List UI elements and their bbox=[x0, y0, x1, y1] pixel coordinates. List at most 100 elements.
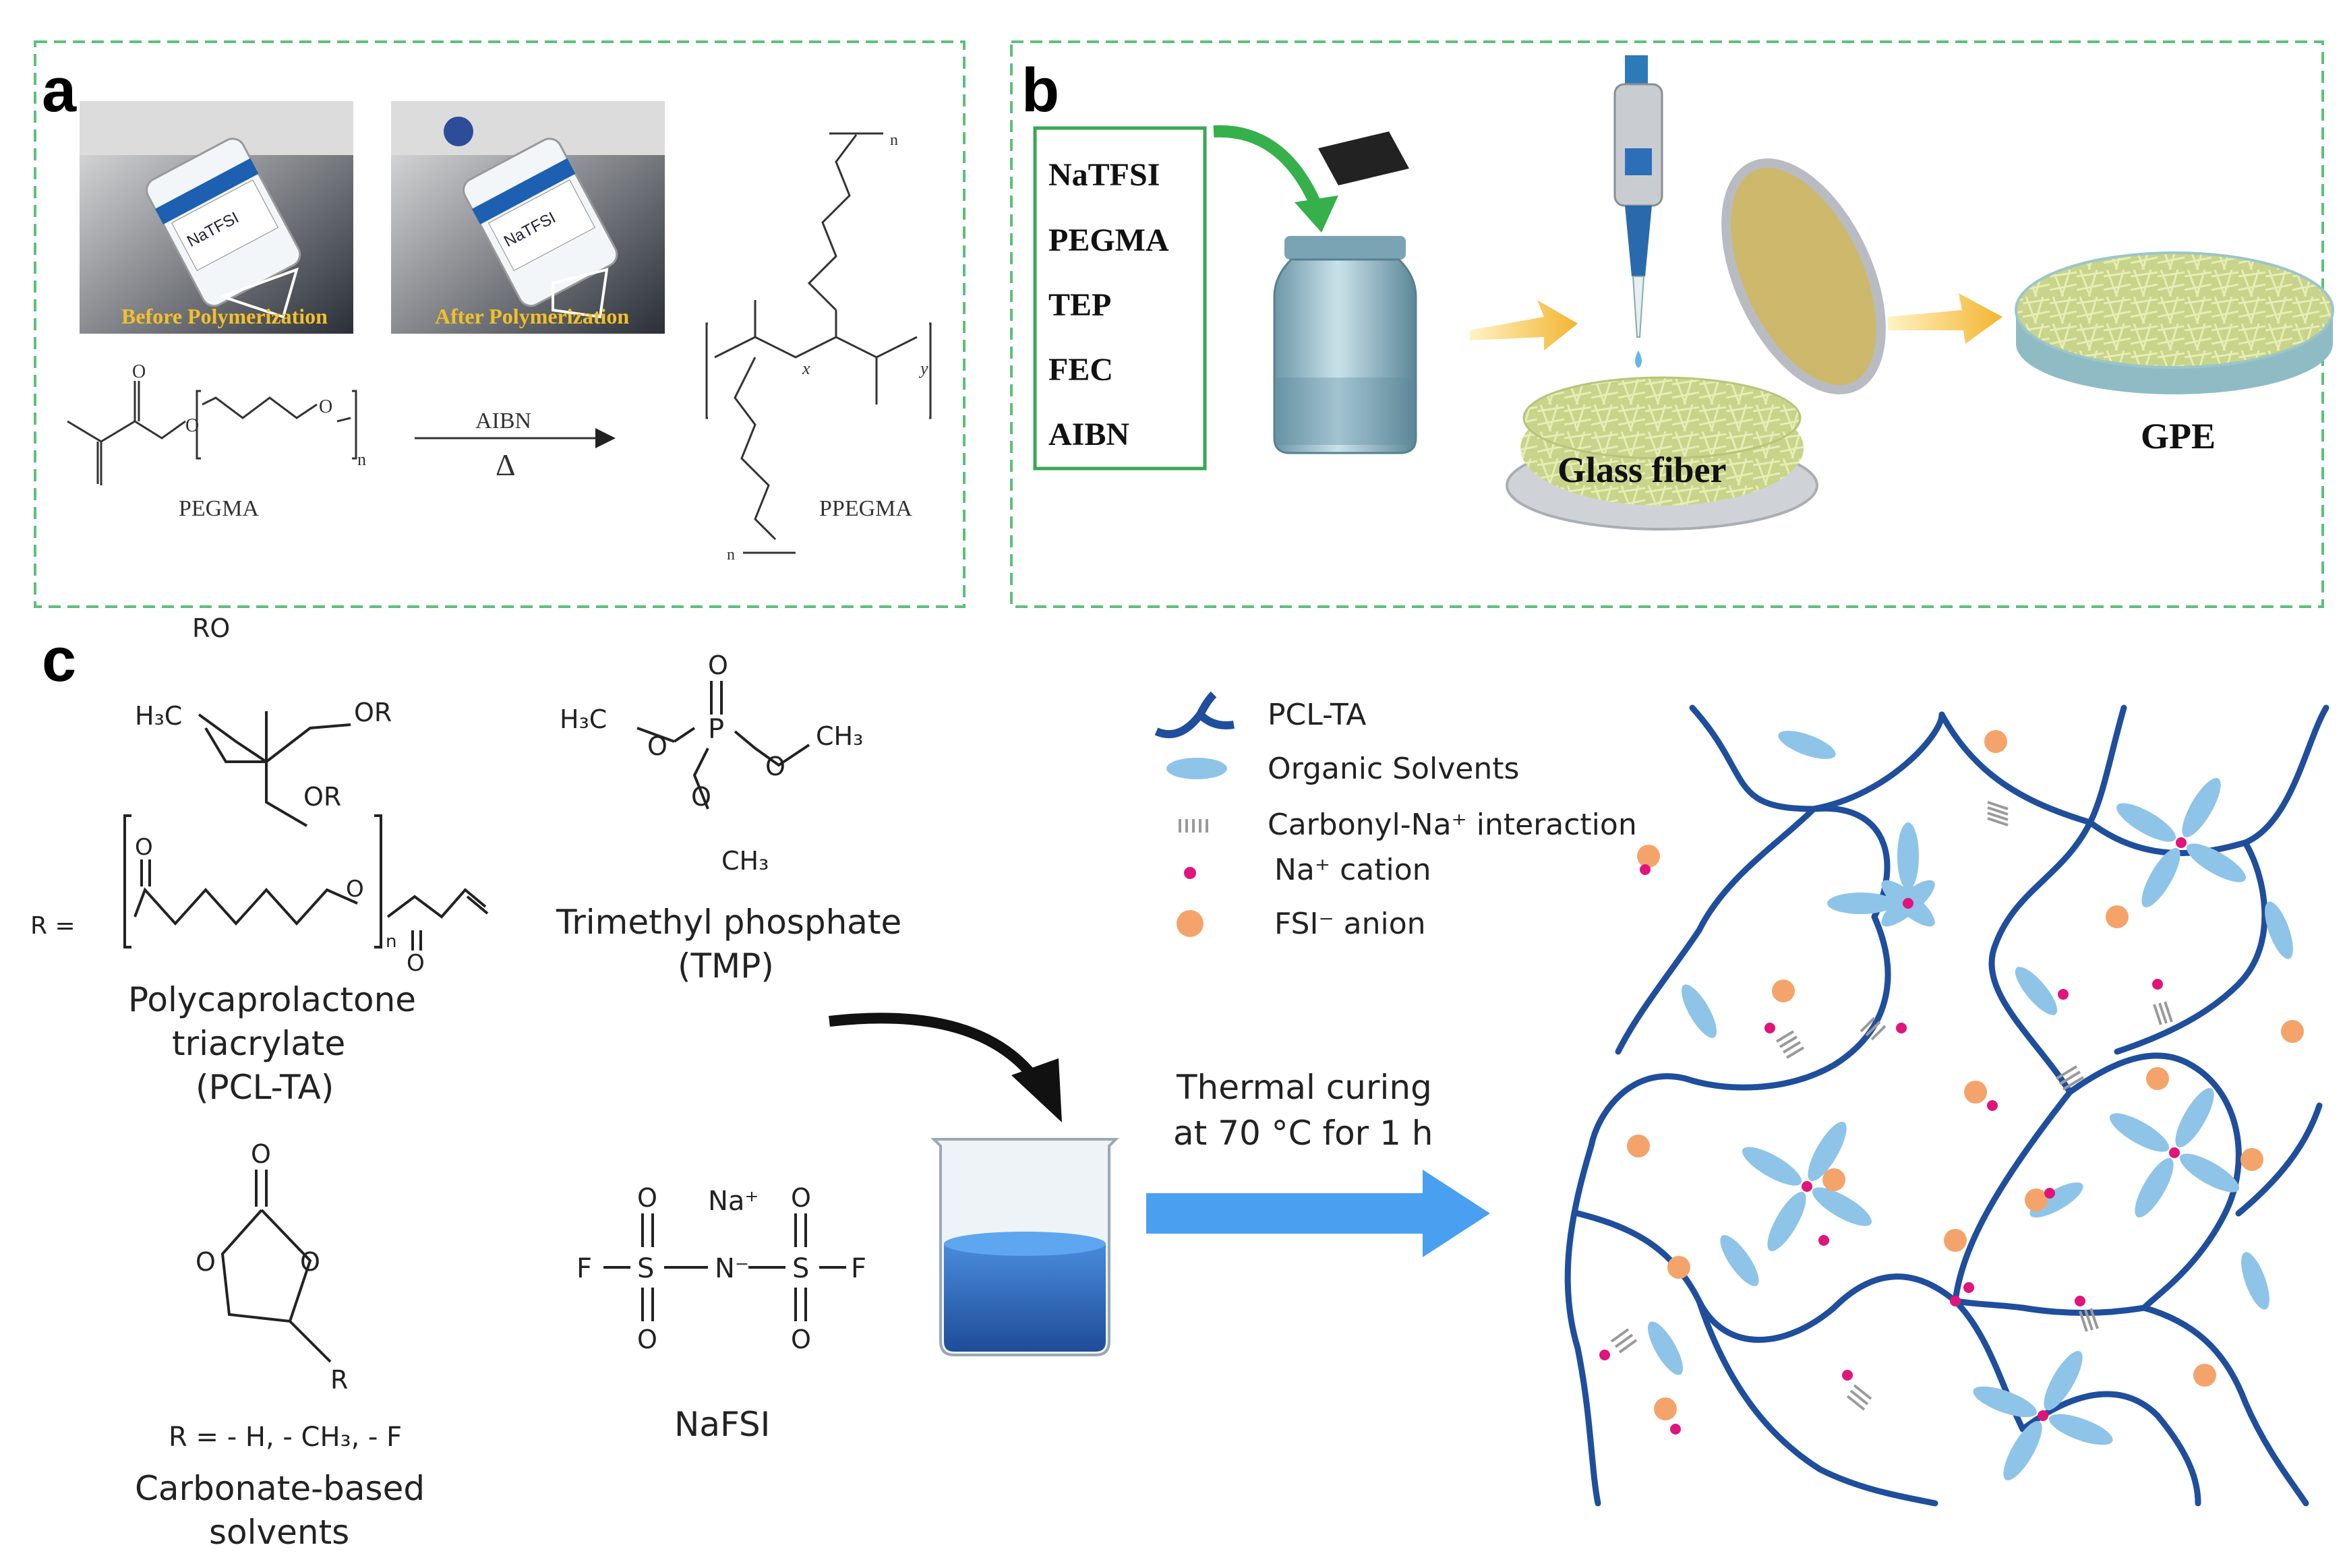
nafsi-f-right: F bbox=[851, 1253, 866, 1284]
na-cations bbox=[1599, 864, 2163, 1435]
nafsi-o-4: O bbox=[791, 1325, 811, 1354]
pegma-name: PEGMA bbox=[179, 496, 259, 521]
legend-pclta-label: PCL-TA bbox=[1268, 698, 1366, 732]
bottle-icon bbox=[1273, 131, 1417, 454]
tmp-structure bbox=[636, 681, 810, 810]
process-arrow-1-icon bbox=[1470, 300, 1578, 351]
pclta-name-line2: triacrylate bbox=[172, 1024, 345, 1063]
legend-solvent-label: Organic Solvents bbox=[1268, 752, 1519, 786]
photo-before-caption: Before Polymerization bbox=[121, 304, 328, 328]
pclta-core-structure bbox=[198, 711, 351, 827]
nafsi-o-3: O bbox=[791, 1183, 811, 1213]
process-line1: Thermal curing bbox=[1176, 1068, 1432, 1107]
ppegma-subscript-x: x bbox=[802, 359, 810, 378]
pipette-icon bbox=[1613, 55, 1663, 422]
pegma-ester-o: O bbox=[185, 415, 199, 436]
tmp-ch3-right: CH₃ bbox=[816, 721, 863, 751]
nafsi-o-1: O bbox=[637, 1183, 657, 1213]
tmp-o-top: O bbox=[708, 651, 728, 680]
glass-fiber-label: Glass fiber bbox=[1557, 450, 1727, 490]
carbonyl-interactions bbox=[1610, 801, 2173, 1411]
tmp-ch3-bottom: CH₃ bbox=[721, 846, 769, 876]
nafsi-s-right: S bbox=[792, 1253, 809, 1284]
pclta-h3c: H₃C bbox=[135, 701, 182, 731]
pclta-r-o-bottom: O bbox=[407, 950, 425, 977]
component-aibn: AIBN bbox=[1048, 417, 1129, 452]
legend-fsi-icon bbox=[1177, 910, 1204, 937]
legend-na-icon bbox=[1184, 867, 1196, 879]
ppegma-name: PPEGMA bbox=[819, 496, 912, 521]
panel-b-label: b bbox=[1021, 56, 1059, 125]
carbonate-r-definition: R = - H, - CH₃, - F bbox=[169, 1422, 402, 1453]
ppegma-structure bbox=[705, 132, 932, 554]
carbonate-structure bbox=[220, 1170, 332, 1363]
pclta-r-o-ester: O bbox=[346, 876, 364, 903]
photo-before-polymerization: NaTFSI Before Polymerization bbox=[80, 101, 353, 334]
pegma-ether-o: O bbox=[319, 396, 332, 417]
component-fec: FEC bbox=[1048, 352, 1113, 388]
carbonate-o-left: O bbox=[196, 1247, 216, 1277]
pclta-name-line3: (PCL-TA) bbox=[196, 1068, 334, 1107]
tmp-o-left: O bbox=[647, 731, 667, 761]
separator-disc-icon bbox=[1721, 158, 1886, 395]
panel-a-frame bbox=[34, 40, 966, 608]
pclta-name-line1: Polycaprolactone bbox=[128, 980, 416, 1019]
nafsi-na: Na⁺ bbox=[708, 1186, 759, 1217]
tmp-h3c: H₃C bbox=[560, 704, 607, 734]
legend-carbonyl-label: Carbonyl-Na⁺ interaction bbox=[1268, 808, 1637, 842]
aibn-label: AIBN bbox=[475, 409, 531, 433]
thermal-curing-arrow-icon bbox=[1146, 1170, 1490, 1257]
panel-a-label: a bbox=[42, 56, 77, 125]
carbonate-o-right: O bbox=[300, 1247, 320, 1277]
pclta-or-right: OR bbox=[354, 698, 392, 727]
tmp-name-line1: Trimethyl phosphate bbox=[556, 903, 901, 942]
photo-after-polymerization: NaTFSI After Polymerization bbox=[391, 101, 665, 334]
process-arrow-2-icon bbox=[1888, 293, 2002, 344]
components-box bbox=[1033, 126, 1207, 471]
carbonate-r: R bbox=[330, 1365, 348, 1395]
carbonate-name-line1: Carbonate-based bbox=[135, 1469, 425, 1508]
panel-b: b NaTFSI PEGMA TEP FEC AIBN bbox=[1010, 40, 2334, 608]
nafsi-n: N⁻ bbox=[715, 1253, 749, 1284]
legend-fsi-label: FSI⁻ anion bbox=[1274, 907, 1426, 941]
pclta-r-eq: R = bbox=[30, 912, 76, 940]
mix-arrow-icon bbox=[829, 1013, 1040, 1082]
legend-solvent-icon bbox=[1166, 758, 1227, 779]
photo-after-caption: After Polymerization bbox=[435, 304, 629, 328]
nafsi-s-left: S bbox=[637, 1253, 654, 1284]
tmp-p: P bbox=[708, 714, 724, 745]
pegma-structure bbox=[67, 381, 357, 485]
polymer-network bbox=[1564, 704, 2329, 1507]
nafsi-structure bbox=[603, 1213, 846, 1321]
component-pegma: PEGMA bbox=[1048, 222, 1169, 258]
pclta-r-subscript-n: n bbox=[386, 932, 396, 952]
carbonate-o-top: O bbox=[251, 1139, 271, 1169]
pegma-carbonyl-o: O bbox=[132, 361, 146, 382]
ppegma-subscript-n-top: n bbox=[890, 131, 898, 149]
nafsi-name: NaFSI bbox=[674, 1405, 770, 1444]
panel-a: a NaTFSI Before Polymerization NaT bbox=[34, 40, 966, 608]
ppegma-subscript-n-bottom: n bbox=[727, 546, 735, 564]
legend-pclta-icon bbox=[1154, 691, 1235, 739]
tmp-name-line2: (TMP) bbox=[678, 946, 774, 986]
panel-c: c RO H₃C OR OR R = O O O n Polycaprolact… bbox=[30, 613, 2329, 1552]
component-tep: TEP bbox=[1048, 287, 1111, 323]
legend-na-label: Na⁺ cation bbox=[1274, 853, 1431, 887]
panel-c-label: c bbox=[42, 626, 76, 694]
pclta-ro: RO bbox=[192, 613, 230, 643]
nafsi-f-left: F bbox=[576, 1253, 592, 1284]
gpe-label: GPE bbox=[2141, 416, 2216, 456]
pegma-subscript-n: n bbox=[357, 450, 366, 469]
nafsi-o-2: O bbox=[637, 1325, 657, 1354]
heat-triangle-icon: Δ bbox=[496, 448, 516, 482]
tmp-o-bottom: O bbox=[691, 782, 711, 812]
pclta-r-unit-structure bbox=[123, 814, 489, 951]
pclta-r-o-top: O bbox=[135, 834, 153, 861]
add-to-bottle-arrow-icon bbox=[1213, 125, 1321, 205]
tmp-o-right: O bbox=[765, 752, 785, 781]
legend-carbonyl-icon bbox=[1179, 819, 1208, 833]
ppegma-subscript-y: y bbox=[918, 359, 928, 378]
beaker-icon bbox=[930, 1138, 1119, 1356]
legend: PCL-TA Organic Solvents Carbonyl-Na⁺ int… bbox=[1154, 691, 1637, 941]
